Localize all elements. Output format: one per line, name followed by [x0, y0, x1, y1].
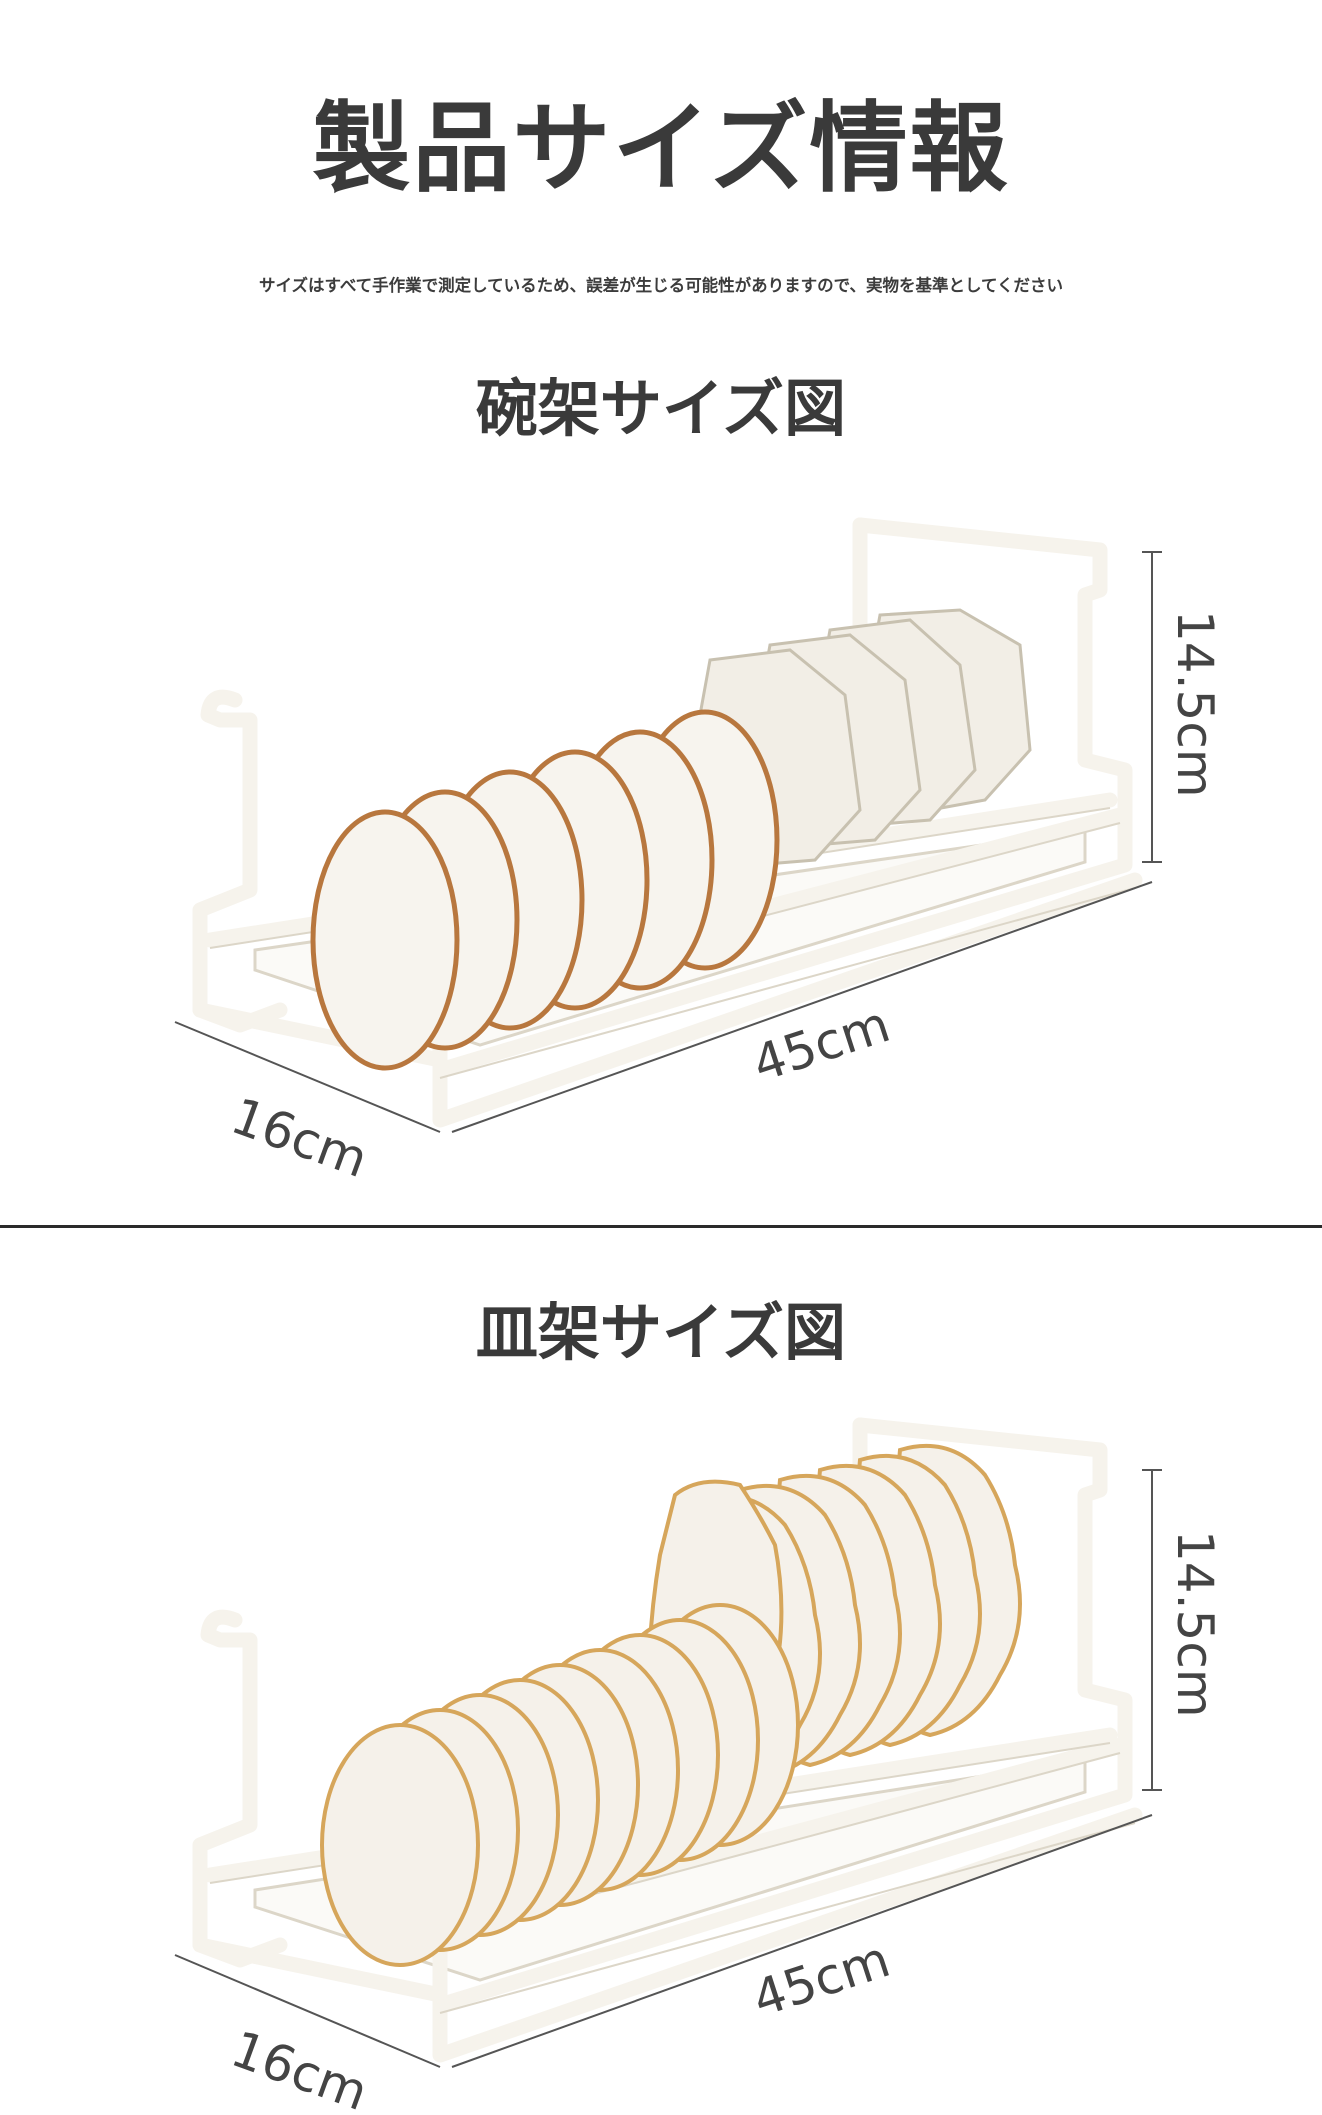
dimension-lines — [174, 1469, 1162, 2068]
section-divider — [0, 1225, 1322, 1228]
height-dimension: 14.5cm — [1166, 610, 1224, 798]
depth-dimension: 16cm — [224, 2020, 375, 2115]
measurement-note: サイズはすべて手作業で測定しているため、誤差が生じる可能性がありますので、実物を… — [258, 276, 1064, 295]
depth-dimension: 16cm — [224, 1087, 375, 1189]
plate — [320, 1723, 480, 1967]
page-title: 製品サイズ情報 — [312, 92, 1010, 206]
bowl — [310, 809, 460, 1071]
plate-rack-title: 皿架サイズ図 — [475, 1296, 847, 1369]
bowl-rack-title: 碗架サイズ図 — [475, 372, 847, 445]
bowl-rack-illustration: 14.5cm 45cm 16cm — [174, 517, 1224, 1189]
plate-rack-illustration: 14.5cm 45cm 16cm — [174, 1417, 1224, 2115]
height-dimension: 14.5cm — [1166, 1530, 1224, 1718]
dimension-lines — [174, 551, 1162, 1133]
bowl-stack — [310, 608, 1032, 1071]
plate-stack — [320, 1443, 1022, 1967]
